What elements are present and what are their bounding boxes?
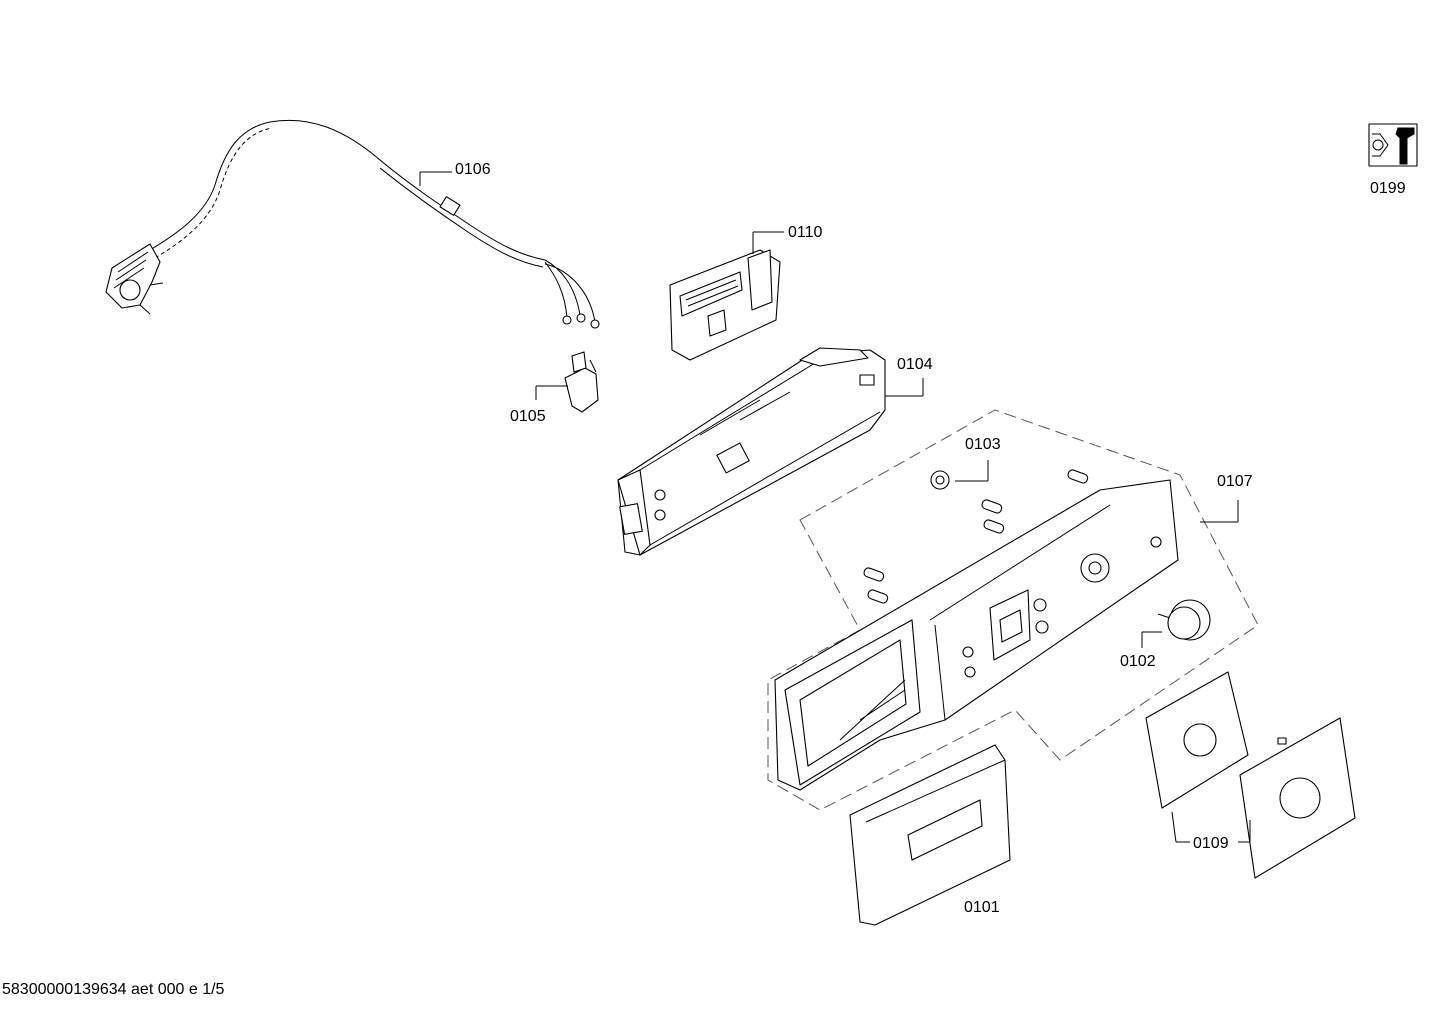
drawing-footer-id: 58300000139634 aet 000 e 1/5 [2, 981, 225, 998]
dispenser-drawer-handle-part[interactable] [849, 744, 1011, 926]
knob-cover-plate-part-a[interactable] [1145, 671, 1249, 809]
label-0102: 0102 [1120, 653, 1156, 670]
label-0110: 0110 [788, 224, 823, 241]
control-module-housing-part[interactable] [617, 347, 886, 556]
label-0109: 0109 [1193, 835, 1229, 852]
service-tool-icon[interactable] [1368, 123, 1418, 167]
fascia-panel-part[interactable] [774, 469, 1179, 791]
knob-cover-plate-part-b[interactable] [1239, 717, 1356, 879]
pcb-module-part[interactable] [669, 249, 781, 361]
label-0199: 0199 [1370, 180, 1406, 197]
label-0107: 0107 [1217, 473, 1253, 490]
label-0106: 0106 [455, 161, 491, 178]
program-knob-part[interactable] [1157, 599, 1211, 641]
label-0101: 0101 [964, 899, 1000, 916]
label-0104: 0104 [897, 356, 933, 373]
label-0105: 0105 [510, 408, 546, 425]
knob-adapter-part[interactable] [930, 470, 950, 490]
power-cord-part[interactable] [105, 119, 600, 329]
interference-filter-part[interactable] [564, 351, 599, 413]
label-0103: 0103 [965, 436, 1001, 453]
